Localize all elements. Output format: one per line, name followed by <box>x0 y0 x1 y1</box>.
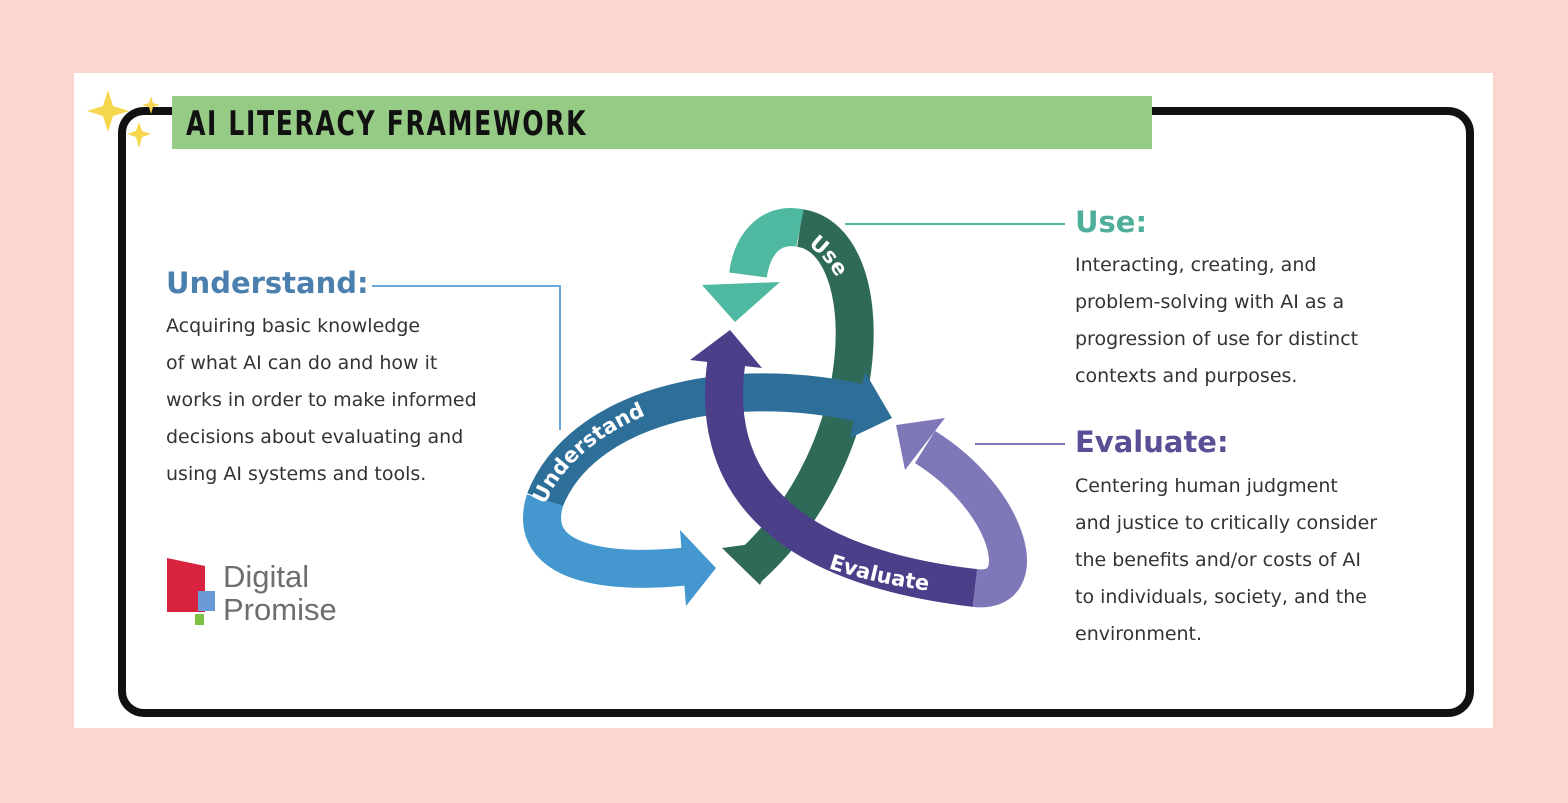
use-heading: Use: <box>1075 205 1148 239</box>
evaluate-arrow-dark <box>705 348 978 607</box>
use-description: Interacting, creating, and problem-solvi… <box>1075 247 1358 395</box>
text-line: and justice to critically consider <box>1075 512 1378 534</box>
evaluate-description: Centering human judgment and justice to … <box>1075 468 1377 653</box>
sparkle-icon <box>87 90 160 148</box>
evaluate-heading: Evaluate: <box>1075 425 1229 459</box>
understand-arrow-light <box>523 494 693 588</box>
text-line: works in order to make informed <box>166 389 477 411</box>
text-line: progression of use for distinct <box>1075 328 1359 350</box>
text-line: Interacting, creating, and <box>1075 254 1317 276</box>
text-line: decisions about evaluating and <box>166 426 464 448</box>
title-bar: AI LITERACY FRAMEWORK <box>172 96 1152 149</box>
understand-arrowhead <box>850 372 892 438</box>
understand-description: Acquiring basic knowledge of what AI can… <box>166 308 477 493</box>
logo-text-line: Digital <box>223 559 310 594</box>
use-arrowhead <box>702 282 780 322</box>
use-tail-arrowhead <box>722 540 780 585</box>
text-line: the benefits and/or costs of AI <box>1075 549 1361 571</box>
understand-connector <box>372 285 561 430</box>
digital-promise-logo: Digital Promise <box>165 556 337 632</box>
logo-text-line: Promise <box>223 592 337 627</box>
understand-lower-arrowhead <box>680 530 716 606</box>
text-line: problem-solving with AI as a <box>1075 291 1345 313</box>
text-line: of what AI can do and how it <box>166 352 438 374</box>
evaluate-arrowhead <box>690 330 762 368</box>
text-line: Centering human judgment <box>1075 475 1338 497</box>
text-line: environment. <box>1075 623 1203 645</box>
text-line: using AI systems and tools. <box>166 463 427 485</box>
text-line: contexts and purposes. <box>1075 365 1298 387</box>
evaluate-light-arrowhead <box>896 418 945 470</box>
evaluate-arrow-light <box>914 430 1027 608</box>
use-arrow-light <box>729 208 804 279</box>
text-line: to individuals, society, and the <box>1075 586 1367 608</box>
text-line: Acquiring basic knowledge <box>166 315 421 337</box>
understand-arrow-dark <box>527 373 865 508</box>
page-title: AI LITERACY FRAMEWORK <box>186 104 588 144</box>
understand-label: Understand <box>528 398 648 507</box>
logo-mark-icon <box>167 558 215 625</box>
understand-heading: Understand: <box>166 266 369 300</box>
